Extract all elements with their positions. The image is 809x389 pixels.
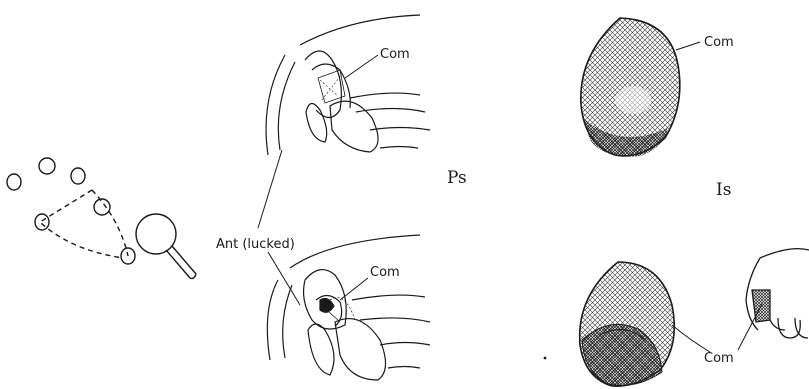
com-leader-bottom-right-a <box>672 325 710 352</box>
com-label-top-center: Com <box>380 48 410 61</box>
stray-dot <box>544 357 547 360</box>
schematic-circle-2 <box>39 158 55 174</box>
com-label-bottom-right: Com <box>704 352 734 365</box>
far-right-partial-drawing <box>738 249 809 350</box>
is-label: Is <box>716 182 731 199</box>
schematic-diagram <box>7 158 196 279</box>
schematic-circle-3 <box>71 168 85 184</box>
top-center-drawing <box>266 15 430 155</box>
schematic-handle <box>166 246 196 278</box>
bottom-right-oval <box>580 262 710 386</box>
schematic-circle-5 <box>35 214 49 230</box>
com-label-top-right: Com <box>704 36 734 49</box>
com-label-bottom-center: Com <box>370 266 400 279</box>
com-leader-bottom-right-b <box>738 304 762 350</box>
ant-lucked-label: Ant (lucked) <box>216 238 295 251</box>
schematic-dashed-line <box>40 190 123 258</box>
schematic-large-circle <box>136 214 176 254</box>
schematic-circle-4 <box>94 199 110 215</box>
bottom-center-drawing <box>267 235 430 380</box>
top-right-oval <box>581 18 700 157</box>
ant-leader-lines <box>258 150 300 305</box>
com-leader-top-right <box>676 42 700 50</box>
ps-label: Ps <box>447 170 467 187</box>
schematic-circle-1 <box>7 174 21 190</box>
